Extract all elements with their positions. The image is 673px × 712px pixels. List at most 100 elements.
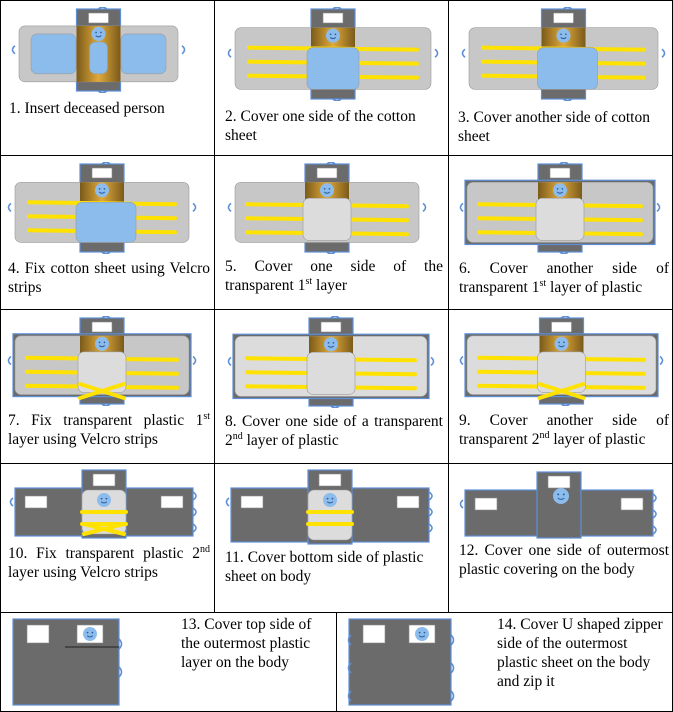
zip-ring-shape	[118, 666, 123, 678]
step-text: Insert deceased person	[24, 100, 165, 117]
zip-ring-shape	[192, 202, 197, 213]
zip-ring-shape	[559, 162, 569, 165]
eye-shape	[91, 631, 94, 634]
body-bag-diagram	[9, 469, 197, 539]
zip-ring-shape	[227, 48, 232, 58]
mouth-shape	[98, 345, 106, 348]
velcro-strip-shape	[537, 382, 586, 400]
mouth-shape	[557, 497, 565, 500]
zip-ring-shape	[192, 491, 197, 501]
eye-shape	[86, 631, 89, 634]
eye-shape	[563, 341, 565, 344]
mouth-shape	[100, 501, 108, 504]
step-number: 10.	[8, 545, 28, 562]
step-number: 1.	[9, 100, 21, 117]
label-tag-shape	[24, 495, 48, 509]
eye-shape	[334, 33, 337, 36]
label-tag-shape	[91, 321, 113, 333]
step-number: 6.	[459, 260, 471, 277]
step-text: Fix cotton sheet using Velcro strips	[8, 260, 211, 296]
head-shape	[415, 627, 429, 641]
label-tag-shape	[318, 473, 342, 487]
label-tag-shape	[620, 497, 644, 511]
eye-shape	[98, 341, 101, 344]
label-tag-shape	[88, 12, 109, 24]
zip-ring-shape	[101, 316, 111, 319]
zip-ring-shape	[7, 202, 12, 213]
step-caption: 5. Cover one side of the transparent 1st…	[225, 257, 443, 295]
zip-ring-shape	[428, 491, 433, 501]
zip-ring-shape	[326, 251, 336, 254]
velcro-strip-shape	[82, 522, 126, 536]
step-number: 11.	[225, 549, 244, 566]
body-bag-diagram	[227, 7, 439, 101]
zip-ring-shape	[450, 662, 455, 674]
step-illustration	[459, 162, 661, 254]
eye-shape	[100, 31, 102, 34]
eye-shape	[560, 33, 562, 36]
body-shape	[30, 33, 77, 75]
zip-ring-shape	[459, 202, 464, 213]
sheet-flap-shape	[302, 197, 352, 241]
zip-ring-shape	[347, 690, 352, 702]
zip-ring-shape	[332, 98, 342, 101]
step-caption: 13. Cover top side of the outermost plas…	[181, 615, 331, 672]
zip-ring-shape	[560, 403, 571, 406]
mouth-shape	[418, 635, 426, 638]
mouth-shape	[556, 191, 564, 194]
eye-shape	[565, 33, 567, 36]
step-cell: 1. Insert deceased person	[0, 0, 215, 156]
zip-ring-shape	[97, 90, 108, 93]
zip-ring-shape	[656, 202, 661, 213]
mouth-shape	[95, 35, 102, 38]
step-cell: 13. Cover top side of the outermost plas…	[0, 612, 337, 712]
body-shape	[537, 47, 598, 90]
step-cell: 6. Cover another side of transparent 1st…	[448, 155, 673, 310]
zip-ring-shape	[192, 523, 197, 533]
body-shape	[120, 33, 167, 75]
label-tag-shape	[91, 167, 113, 179]
head-shape	[326, 28, 340, 43]
sheet-flap-shape	[306, 351, 356, 395]
zip-ring-shape	[652, 493, 657, 503]
step-caption: 6. Cover another side of transparent 1st…	[459, 259, 669, 297]
step-illustration	[225, 468, 435, 546]
head-shape	[323, 493, 337, 507]
zip-ring-shape	[97, 7, 108, 10]
zip-ring-shape	[330, 316, 340, 319]
head-shape	[95, 183, 109, 198]
step-text: Fix transparent plastic 2nd layer using …	[8, 543, 210, 581]
sheet-flap-shape	[535, 197, 585, 241]
body-bag-diagram	[227, 316, 435, 408]
zip-ring-shape	[330, 405, 340, 408]
zip-ring-shape	[450, 690, 455, 702]
step-caption: 7. Fix transparent plastic 1st layer usi…	[8, 411, 210, 449]
zip-ring-shape	[7, 355, 12, 366]
step-illustration	[345, 615, 457, 709]
step-text: Cover another side of transparent 1st la…	[459, 260, 669, 296]
zip-ring-shape	[101, 162, 111, 165]
step-caption: 3. Cover another side of cotton sheet	[458, 108, 668, 146]
sheet-flap-shape	[307, 489, 353, 541]
zip-ring-shape	[428, 507, 433, 517]
body-bag-diagram	[459, 162, 661, 254]
step-text: Cover one side of outermost plastic cove…	[459, 542, 670, 578]
mouth-shape	[323, 191, 331, 194]
step-illustration	[459, 470, 659, 540]
zip-ring-shape	[661, 48, 666, 58]
step-number: 7.	[8, 412, 20, 429]
step-number: 3.	[458, 109, 470, 126]
label-tag-shape	[26, 624, 50, 644]
step-caption: 10. Fix transparent plastic 2nd layer us…	[8, 544, 210, 582]
step-cell: 9. Cover another side of transparent 2nd…	[448, 309, 673, 464]
zip-ring-shape	[332, 7, 342, 10]
zip-ring-shape	[422, 202, 427, 213]
step-illustration	[7, 162, 197, 254]
step-illustration	[459, 316, 664, 406]
step-text: Cover one side of the transparent 1st la…	[225, 258, 443, 294]
eye-shape	[105, 497, 108, 500]
step-illustration	[227, 316, 435, 408]
zip-ring-shape	[101, 251, 111, 254]
eye-shape	[561, 188, 564, 190]
label-tag-shape	[362, 624, 386, 644]
